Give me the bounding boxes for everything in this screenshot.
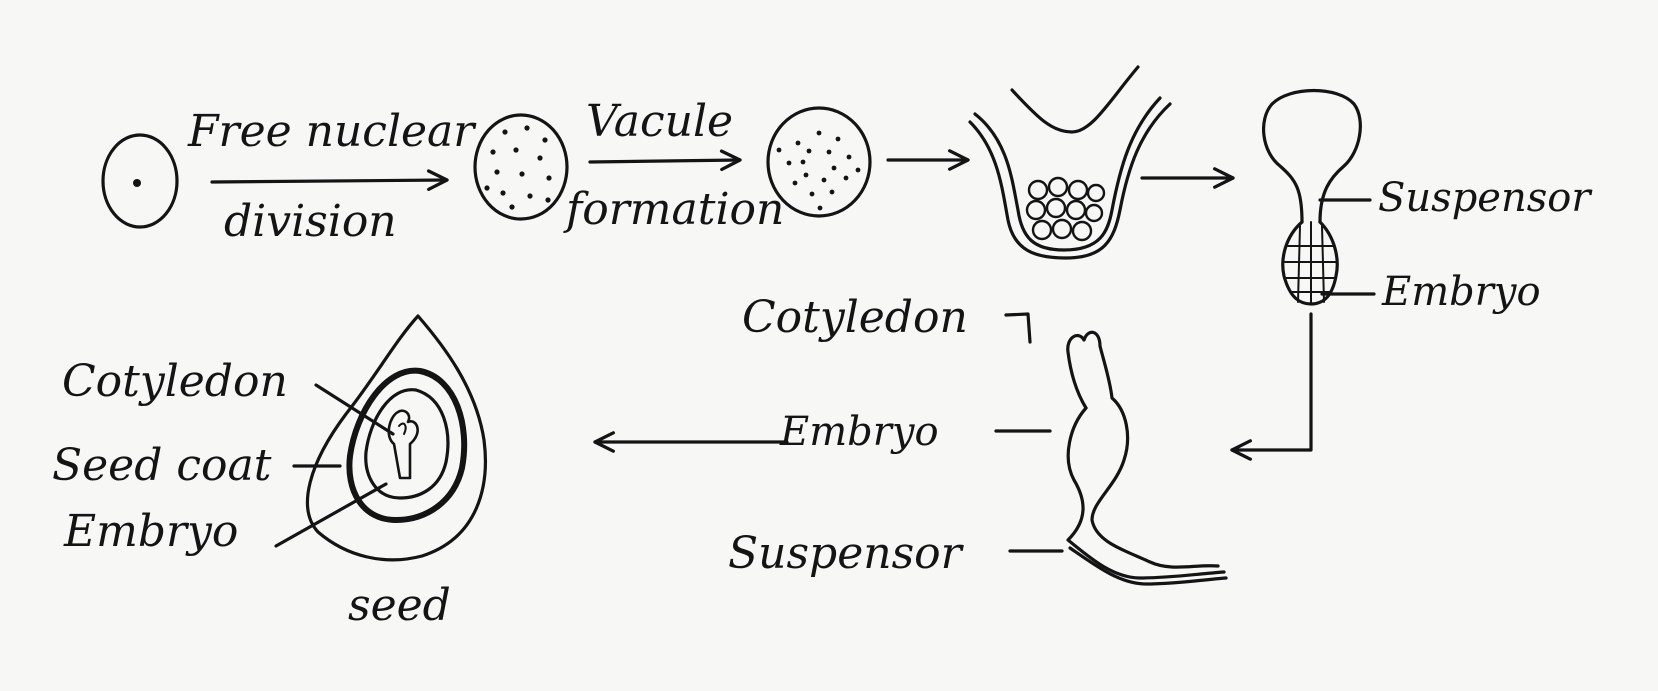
seed-stage [274, 314, 487, 562]
label-seed-title: seed [348, 580, 451, 631]
label-seed-embryo: Embryo [64, 506, 239, 557]
label-proembryo-embryo: Embryo [1382, 269, 1541, 315]
label-seed-coat: Seed coat [52, 440, 272, 491]
free-nuclear-cell [473, 113, 569, 221]
globular-embryo-stage [593, 312, 1228, 586]
arrow-vacuole-formation [588, 149, 742, 172]
label-seed-cotyledon: Cotyledon [62, 356, 288, 407]
zygote-cell [101, 133, 179, 229]
vacuolated-cell [766, 106, 872, 218]
label-formation: formation [566, 184, 785, 235]
embryo-sac-stage [968, 65, 1172, 260]
label-proembryo-suspensor: Suspensor [1378, 175, 1591, 221]
label-free-nuclear: Free nuclear [188, 106, 475, 157]
label-globular-suspensor: Suspensor [728, 528, 962, 579]
label-globular-embryo: Embryo [780, 409, 939, 455]
label-division: division [224, 196, 397, 247]
arrow-free-nuclear-division [210, 169, 449, 191]
label-vacule: Vacule [586, 96, 734, 147]
label-globular-cotyledon: Cotyledon [742, 292, 968, 343]
proembryo-stage [1230, 88, 1376, 461]
